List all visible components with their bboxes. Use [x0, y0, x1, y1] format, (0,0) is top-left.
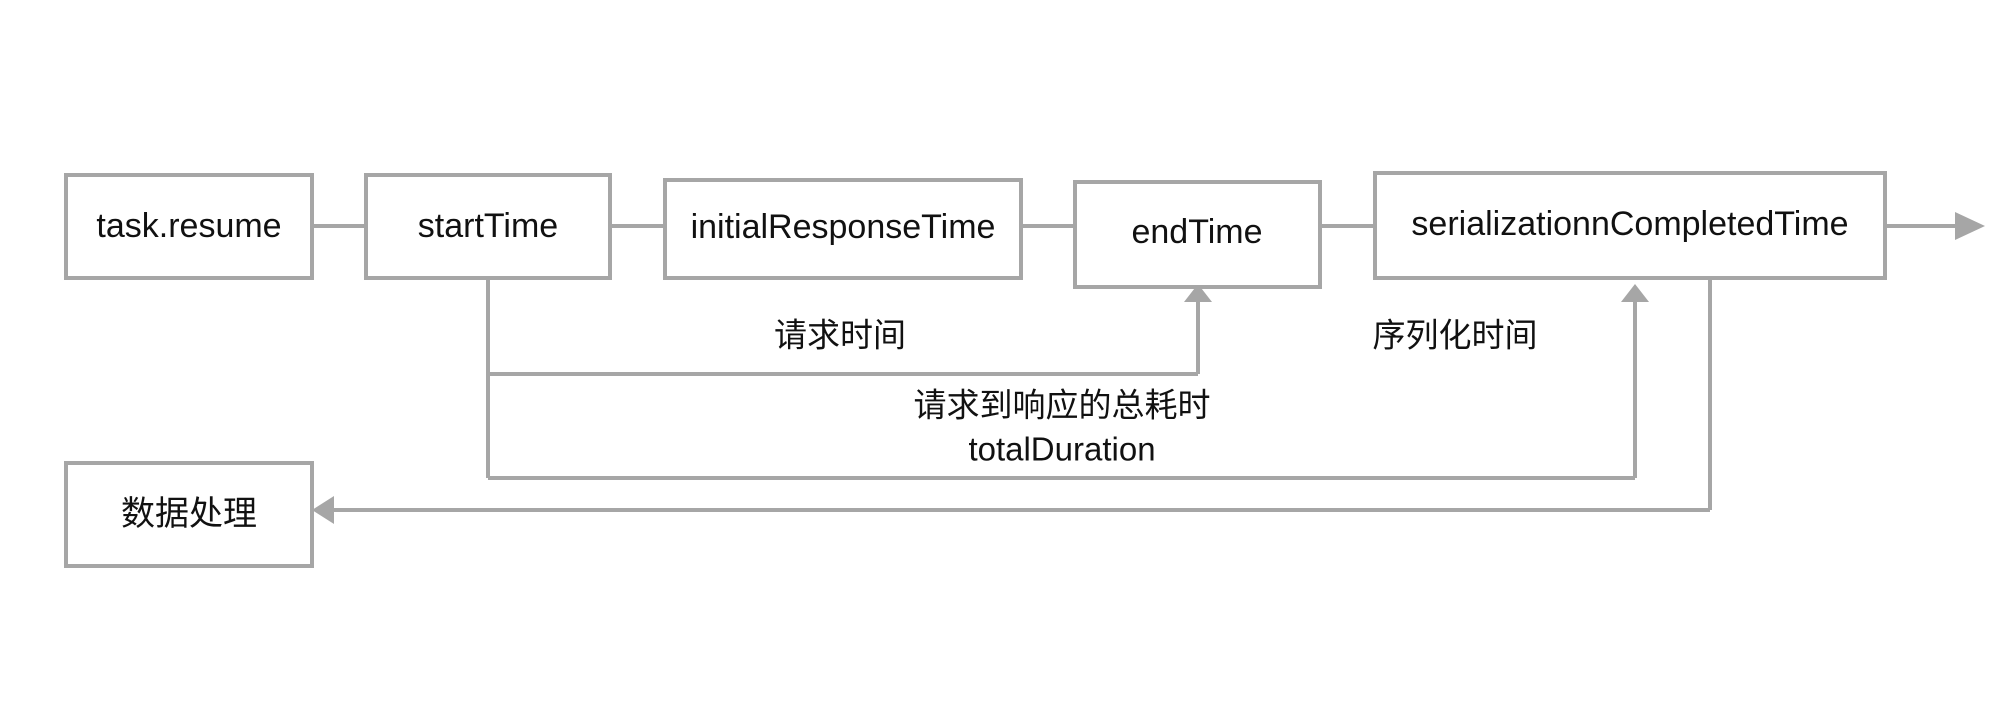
- node-start-time-label: startTime: [418, 207, 558, 245]
- edge-label-total-duration-en: totalDuration: [968, 431, 1155, 468]
- node-data-process[interactable]: 数据处理: [64, 461, 314, 568]
- node-task-resume[interactable]: task.resume: [64, 173, 314, 280]
- node-end-time[interactable]: endTime: [1073, 180, 1322, 289]
- node-start-time-box: [364, 173, 612, 280]
- node-initial-response-time-box: [663, 178, 1023, 280]
- arrowhead-into-data-process-icon: [312, 496, 334, 524]
- node-initial-response-time-label: initialResponseTime: [691, 208, 996, 246]
- node-serialization-completed-time[interactable]: serializationnCompletedTime: [1373, 171, 1887, 280]
- node-data-process-label: 数据处理: [121, 495, 257, 533]
- edge-label-request-time: 请求时间: [774, 317, 906, 354]
- node-serialization-completed-time-box: [1373, 171, 1887, 280]
- node-initial-response-time[interactable]: initialResponseTime: [663, 178, 1023, 280]
- edge-label-total-duration-cn: 请求到响应的总耗时: [914, 387, 1211, 424]
- node-task-resume-label: task.resume: [96, 207, 281, 245]
- arrowhead-into-serialization-upper-icon: [1621, 284, 1649, 302]
- arrowhead-into-end-time-icon: [1184, 284, 1212, 302]
- node-serialization-completed-time-label: serializationnCompletedTime: [1411, 205, 1848, 243]
- node-start-time[interactable]: startTime: [364, 173, 612, 280]
- node-end-time-box: [1073, 180, 1322, 289]
- node-task-resume-box: [64, 173, 314, 280]
- node-end-time-label: endTime: [1131, 213, 1262, 251]
- node-data-process-box: [64, 461, 314, 568]
- arrowhead-exit-right-icon: [1955, 212, 1985, 240]
- edge-label-serialization-time: 序列化时间: [1373, 317, 1538, 354]
